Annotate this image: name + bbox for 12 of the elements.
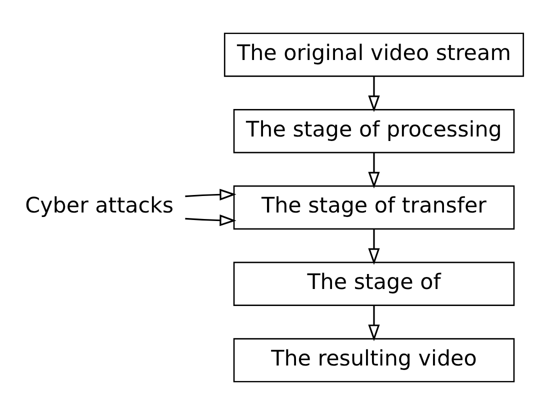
arrow <box>368 304 380 341</box>
arrow <box>185 188 236 200</box>
arrow <box>368 152 380 188</box>
node-box: The stage of processing <box>233 108 515 153</box>
node-box: The stage of <box>233 261 515 306</box>
node-box: The resulting video <box>233 338 515 382</box>
arrow <box>185 214 236 226</box>
node-box: The original video stream <box>224 32 524 76</box>
arrow <box>368 228 380 264</box>
node-box: The stage of transfer <box>233 184 515 230</box>
arrow <box>368 76 380 112</box>
node-text: Cyber attacks <box>25 193 174 218</box>
